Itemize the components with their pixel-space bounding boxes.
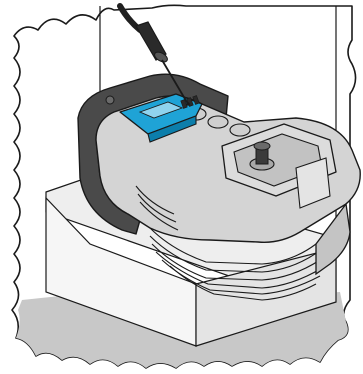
indicator-light-2 [208,116,228,128]
indicator-light-3 [230,124,250,136]
probe-tool-tip [186,102,190,106]
connector-knob-cap [254,142,270,150]
bumper-screw-icon [106,96,114,104]
